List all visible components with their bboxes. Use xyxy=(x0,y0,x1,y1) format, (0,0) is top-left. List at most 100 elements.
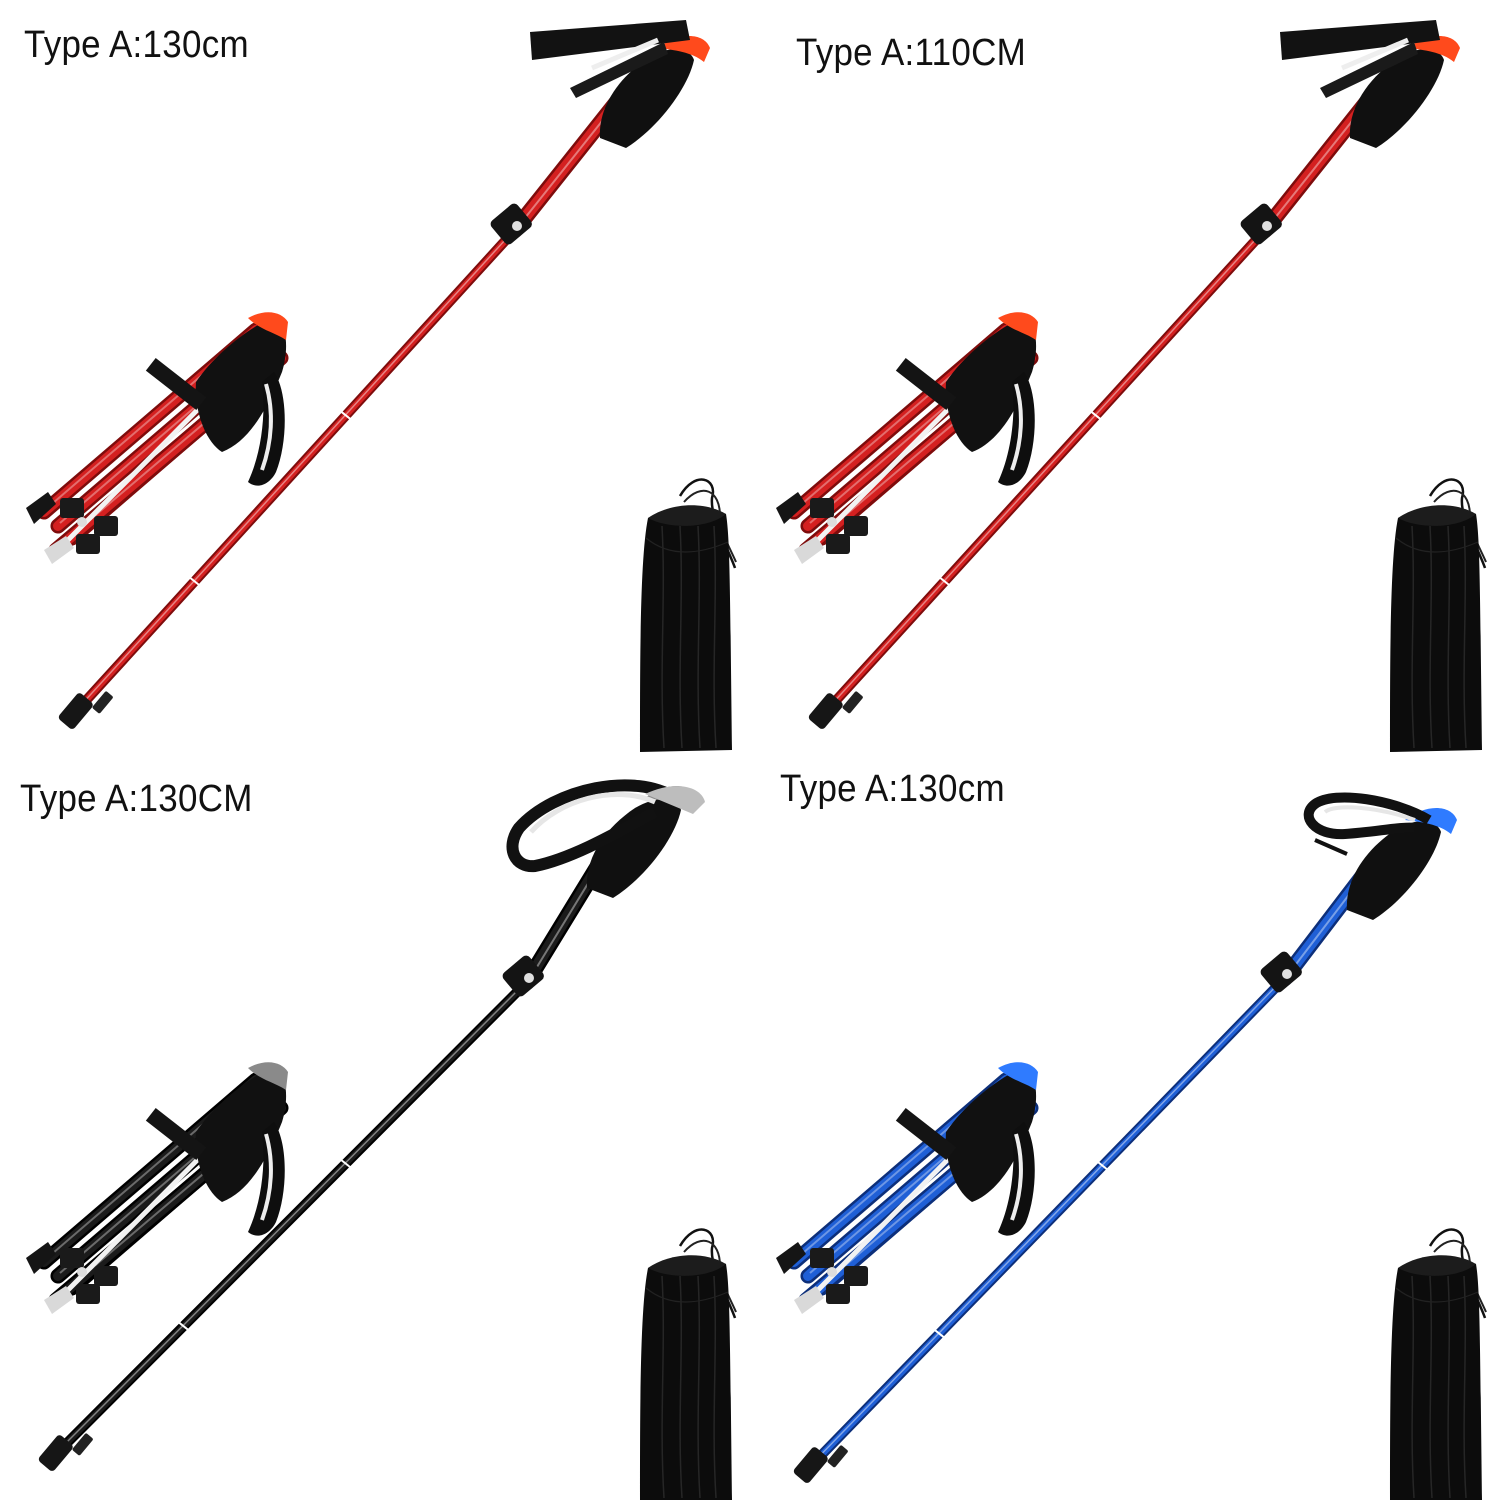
folded-lock xyxy=(844,516,868,536)
pole-strap-lining xyxy=(1341,37,1409,71)
pole-foam-grip xyxy=(1349,49,1444,148)
folded-tip xyxy=(794,1286,824,1314)
bag-fold xyxy=(645,537,729,553)
folded-band xyxy=(895,1107,957,1161)
pole-wrist-strap xyxy=(506,779,679,873)
pole-foam-grip xyxy=(1346,821,1441,920)
drawstring-bag-icon xyxy=(640,478,737,752)
folded-strap-lining xyxy=(260,1133,273,1221)
folded-lock xyxy=(94,516,118,536)
folded-lock xyxy=(60,1248,84,1268)
bag-top xyxy=(648,505,726,526)
pole-segment-mark xyxy=(340,410,352,421)
folded-lock-screw xyxy=(827,517,837,527)
pole-strap-lining xyxy=(591,37,659,71)
pole-segment-mark xyxy=(340,1158,352,1169)
folded-grip xyxy=(195,1066,287,1202)
bag-fold xyxy=(697,1275,701,1499)
pole-lower-shaft xyxy=(67,227,518,721)
pole-flick-lock xyxy=(502,955,544,997)
pole-strap-lining xyxy=(529,792,657,834)
product-panel-3 xyxy=(26,779,737,1500)
pole-grip-cap xyxy=(1408,36,1460,62)
panel-3-label: Type A:130CM xyxy=(20,778,253,820)
trekking-pole-icon xyxy=(58,20,710,729)
pole-wrist-strap xyxy=(1280,20,1440,60)
folded-grip-cap xyxy=(248,312,288,340)
folded-lock xyxy=(76,1284,100,1304)
folded-tip xyxy=(26,1242,56,1274)
pole-lock-screw xyxy=(1282,969,1292,979)
folded-tip xyxy=(44,536,74,564)
pole-wrist-strap xyxy=(530,20,690,60)
pole-tip-collar xyxy=(72,1433,93,1456)
pole-rubber-tip xyxy=(793,1447,828,1483)
bag-top xyxy=(1398,505,1476,526)
folded-tip xyxy=(776,1242,806,1274)
pole-rubber-tip xyxy=(808,693,843,729)
drawstring-bag-icon xyxy=(1390,478,1487,752)
pole-shaft-highlight xyxy=(50,979,529,1459)
pole-segment-mark xyxy=(177,1321,190,1331)
folded-lock-screw xyxy=(77,1267,87,1277)
panel-2-label: Type A:110CM xyxy=(796,32,1027,74)
product-panel-4 xyxy=(776,792,1487,1500)
pole-segment-mark xyxy=(938,576,951,587)
pole-logo-mark xyxy=(1341,151,1352,161)
pole-lower-shaft xyxy=(817,227,1268,721)
folded-strap xyxy=(998,372,1035,486)
folded-lock xyxy=(810,1248,834,1268)
folded-strap xyxy=(998,1122,1035,1236)
pole-lock-screw xyxy=(512,221,522,231)
folded-strap xyxy=(248,372,285,486)
folded-lock xyxy=(60,498,84,518)
pole-grip-cap xyxy=(658,36,710,62)
pole-rubber-tip xyxy=(58,693,93,729)
folded-lock xyxy=(810,498,834,518)
pole-wrist-strap xyxy=(1314,838,1348,856)
folded-tip xyxy=(794,536,824,564)
folded-grip xyxy=(945,1066,1037,1202)
folded-pole-icon xyxy=(26,312,289,564)
pole-grip-cap xyxy=(645,786,705,814)
pole-logo-mark xyxy=(585,901,596,912)
drawstring-bag-icon xyxy=(1390,1228,1487,1500)
pole-foam-grip xyxy=(599,49,694,148)
panel-4-label: Type A:130cm xyxy=(780,768,1005,810)
folded-pole-icon xyxy=(26,1062,289,1314)
bag-top xyxy=(648,1255,726,1276)
pole-wrist-strap xyxy=(1303,792,1432,840)
pole-shaft-highlight xyxy=(70,227,517,717)
bag-fold xyxy=(645,1287,729,1303)
bag-fold xyxy=(661,525,665,749)
pole-rubber-tip xyxy=(38,1435,73,1471)
pole-shaft-highlight xyxy=(805,975,1287,1471)
folded-tip xyxy=(44,1286,74,1314)
pole-foam-grip xyxy=(586,799,681,898)
bag-fold xyxy=(1411,1275,1415,1499)
bag-fold xyxy=(661,1275,665,1499)
folded-strap xyxy=(248,1122,285,1236)
bag-fold xyxy=(697,525,701,749)
folded-lock xyxy=(826,534,850,554)
bag-fold xyxy=(713,525,717,749)
bag-top xyxy=(1398,1255,1476,1276)
bag-fold xyxy=(1447,1275,1451,1499)
bag-fold xyxy=(1463,1275,1467,1499)
bag-fold xyxy=(1395,537,1479,553)
bag-fold xyxy=(1463,525,1467,749)
pole-wrist-strap xyxy=(1320,42,1418,98)
folded-lock xyxy=(826,1284,850,1304)
pole-logo-mark xyxy=(1345,916,1355,926)
folded-lock xyxy=(94,1266,118,1286)
pole-logo-mark xyxy=(591,151,602,161)
pole-lower-shaft xyxy=(47,979,530,1463)
folded-grip-cap xyxy=(248,1062,288,1090)
folded-grip xyxy=(945,316,1037,452)
trekking-pole-icon xyxy=(793,792,1457,1483)
pole-flick-lock xyxy=(1240,203,1282,245)
bag-fold xyxy=(1395,1287,1479,1303)
bag-fold xyxy=(1447,525,1451,749)
pole-tip-collar xyxy=(827,1445,848,1468)
